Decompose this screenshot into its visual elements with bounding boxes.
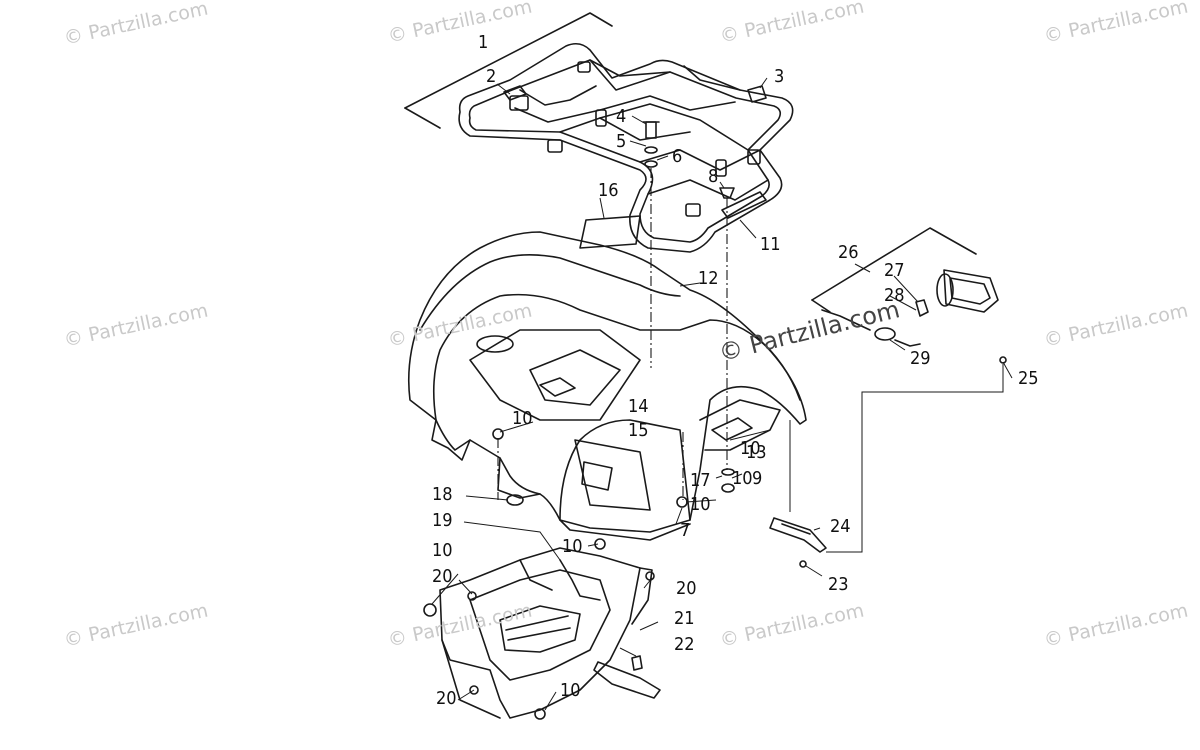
callout: 6 xyxy=(672,146,683,167)
callout: 23 xyxy=(828,574,849,595)
callout: 19 xyxy=(432,510,453,531)
callout: 8 xyxy=(708,166,719,187)
callout: 27 xyxy=(884,260,905,281)
callout: 10 xyxy=(690,494,711,515)
callout: 12 xyxy=(698,268,719,289)
callout: 26 xyxy=(838,242,859,263)
footwell xyxy=(439,547,653,719)
callout: 10 xyxy=(560,680,581,701)
callout: 7 xyxy=(680,520,691,541)
callout: 18 xyxy=(432,484,453,505)
callout: 3 xyxy=(774,66,785,87)
callout: 10 xyxy=(562,536,583,557)
callout: 10 xyxy=(740,438,761,459)
callout: 20 xyxy=(432,566,453,587)
rear-rack xyxy=(404,12,794,253)
callout: 20 xyxy=(676,578,697,599)
callout: 17 xyxy=(690,470,711,491)
callout: 24 xyxy=(830,516,851,537)
callout: 1 xyxy=(478,32,489,53)
callout: 21 xyxy=(674,608,695,629)
callout: 10 xyxy=(432,540,453,561)
callout: 11 xyxy=(760,234,781,255)
callout: 28 xyxy=(884,285,905,306)
callout: 10 xyxy=(512,408,533,429)
callout: 14 xyxy=(628,396,649,417)
callout: 29 xyxy=(910,348,931,369)
callout: 10 xyxy=(732,468,753,489)
callout: 13 xyxy=(746,442,767,463)
callout: 2 xyxy=(486,66,497,87)
callout: 22 xyxy=(674,634,695,655)
callout: 20 xyxy=(436,688,457,709)
callout: 9 xyxy=(752,468,763,489)
callout: 15 xyxy=(628,420,649,441)
callout: 16 xyxy=(598,180,619,201)
callout: 4 xyxy=(616,106,627,127)
rear-fender xyxy=(407,231,807,541)
callout: 5 xyxy=(616,131,627,152)
callout: 25 xyxy=(1018,368,1039,389)
